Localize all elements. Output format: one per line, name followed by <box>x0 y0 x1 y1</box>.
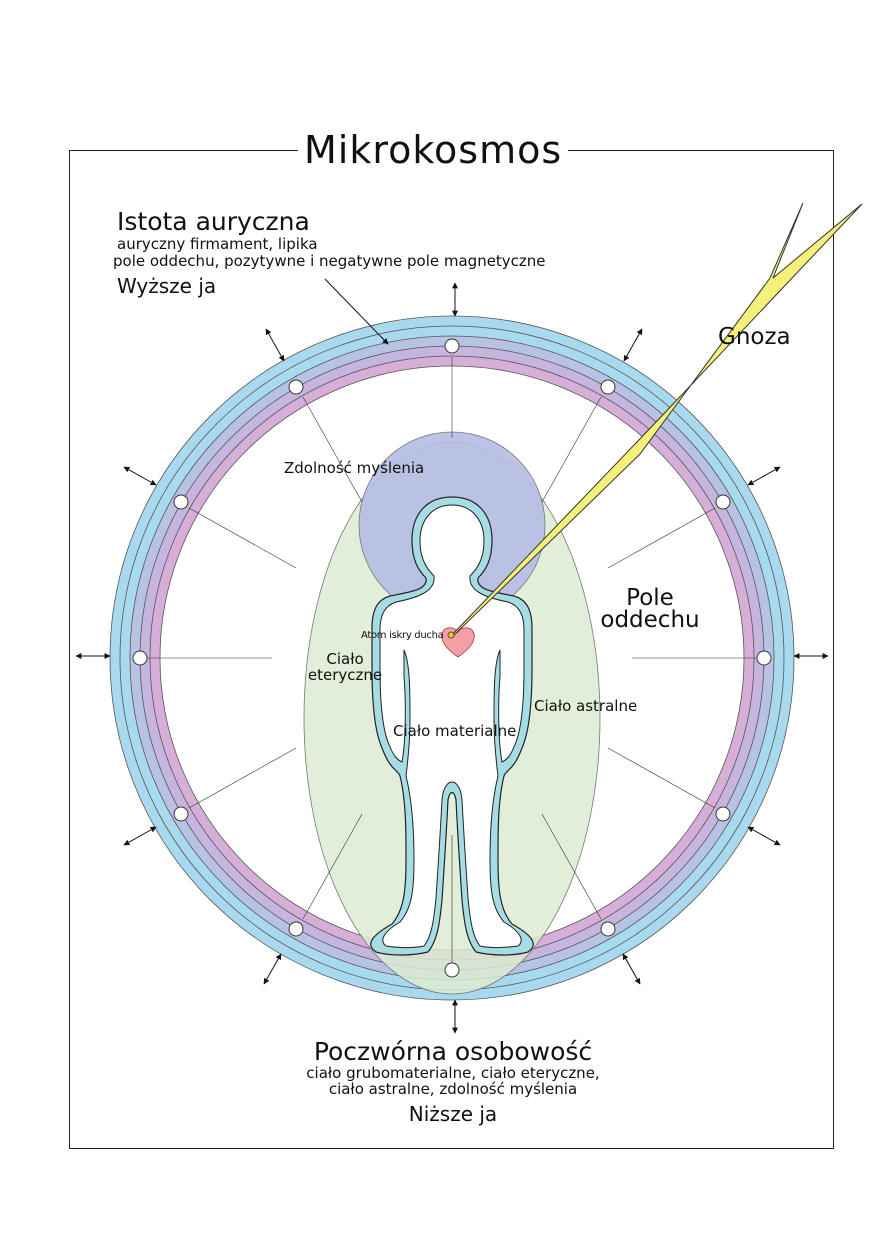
spirit-spark-atom-label: Atom iskry ducha <box>361 630 444 641</box>
etheric-body-label-line2: eteryczne <box>307 666 383 684</box>
breath-field-label-line2: oddechu <box>600 607 700 633</box>
personality-description-line2: ciało astralne, zdolność myślenia <box>328 1080 578 1098</box>
aura-heading: Istota auryczna <box>117 207 310 236</box>
personality-heading: Poczwórna osobowość <box>313 1037 593 1066</box>
aura-spokes <box>148 357 756 969</box>
aura-description-line1: auryczny firmament, lipika <box>117 235 318 253</box>
spirit-spark-atom-icon <box>447 631 455 639</box>
personality-description-line1: ciało grubomaterialne, ciało eteryczne, <box>306 1064 600 1082</box>
lower-self-label: Niższe ja <box>408 1102 498 1126</box>
lipika-dots <box>132 338 772 978</box>
gnosis-label: Gnoza <box>718 324 791 350</box>
etheric-body-label-line1: Ciało <box>326 650 364 668</box>
aura-description-line2: pole oddechu, pozytywne i negatywne pole… <box>113 252 546 270</box>
material-body <box>379 504 525 948</box>
radiation-arrows <box>75 282 829 1034</box>
thinking-faculty-label: Zdolność myślenia <box>284 459 425 477</box>
breath-field-label-line1: Pole <box>626 585 674 611</box>
aura-pointer-line <box>324 278 389 345</box>
page-title: Mikrokosmos <box>298 128 569 172</box>
astral-body-label: Ciało astralne <box>534 697 638 715</box>
material-body-label: Ciało materialne <box>393 722 517 740</box>
higher-self-label: Wyższe ja <box>117 274 217 298</box>
